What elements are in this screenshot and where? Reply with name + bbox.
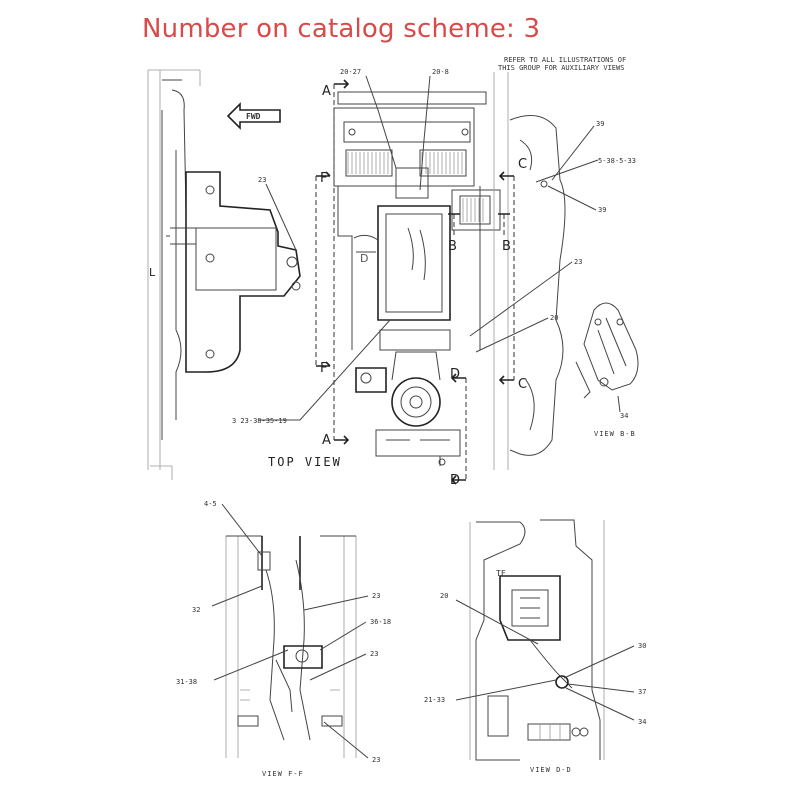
top-view-drawing: REFER TO ALL ILLUSTRATIONS OF THIS GROUP… bbox=[147, 56, 636, 488]
view-ff-detail: 4-5 32 23 36-18 23 31-38 23 VIEW F-F bbox=[176, 500, 391, 778]
view-ff-callout-23-a: 23 bbox=[372, 592, 380, 600]
callout-23-left: 23 bbox=[258, 176, 266, 184]
view-dd-callout-30: 30 bbox=[638, 642, 646, 650]
forward-direction-arrow: FWD bbox=[226, 102, 281, 130]
view-ff-callout-23-b: 23 bbox=[370, 650, 378, 658]
view-ff-callout-23-c: 23 bbox=[372, 756, 380, 764]
callout-ref-5-38: 5-38-5-33 bbox=[598, 157, 636, 165]
scheme-number-title: Number on catalog scheme: 3 bbox=[142, 14, 541, 44]
view-dd-detail: TF 20 30 37 21-33 34 VIEW D-D bbox=[424, 519, 646, 774]
right-frame-rail bbox=[493, 72, 566, 470]
section-d-bottom-label: D bbox=[450, 473, 460, 488]
view-bb-caption: VIEW B-B bbox=[594, 430, 636, 438]
view-bb-callout-34: 34 bbox=[620, 412, 628, 420]
svg-text:L: L bbox=[149, 266, 156, 279]
section-b-left-label: B bbox=[448, 239, 457, 254]
reference-note-line-2: THIS GROUP FOR AUXILIARY VIEWS bbox=[498, 64, 624, 72]
section-b-right-label: B bbox=[502, 239, 511, 254]
view-dd-callout-20: 20 bbox=[440, 592, 448, 600]
section-c-bottom-label: C bbox=[518, 377, 527, 392]
section-d-top-label: D bbox=[450, 367, 460, 382]
view-bb-detail: 34 VIEW B-B bbox=[575, 302, 639, 438]
view-dd-callout-34: 34 bbox=[638, 718, 646, 726]
view-ff-callout-36-18: 36-18 bbox=[370, 618, 391, 626]
svg-text:D: D bbox=[360, 252, 368, 265]
view-ff-callout-31-38: 31-38 bbox=[176, 678, 197, 686]
section-a-bottom-label: A bbox=[322, 433, 331, 448]
left-bracket-assembly bbox=[166, 171, 301, 373]
svg-text:TF: TF bbox=[496, 569, 506, 578]
reference-note-line-1: REFER TO ALL ILLUSTRATIONS OF bbox=[504, 56, 626, 64]
engine-main-body: D bbox=[333, 91, 501, 351]
callout-39-top: 39 bbox=[596, 120, 604, 128]
section-cut-lines: A A F F B B C C D D bbox=[315, 79, 527, 488]
callout-39-bottom: 39 bbox=[598, 206, 606, 214]
view-dd-callout-21-33: 21-33 bbox=[424, 696, 445, 704]
callout-20-27: 20-27 bbox=[340, 68, 361, 76]
view-ff-callout-32: 32 bbox=[192, 606, 200, 614]
callout-20-8: 20-8 bbox=[432, 68, 449, 76]
section-c-top-label: C bbox=[518, 157, 527, 172]
fwd-label: FWD bbox=[246, 112, 261, 121]
left-frame-rail: L bbox=[147, 69, 201, 480]
callout-23-right: 23 bbox=[574, 258, 582, 266]
top-view-caption: TOP VIEW bbox=[268, 455, 342, 469]
view-dd-callout-37: 37 bbox=[638, 688, 646, 696]
callout-ref-bottom: 3 23-38-35-19 bbox=[232, 417, 287, 425]
top-view-callouts: 20-27 20-8 23 39 5-38-5-33 39 23 20 3 23… bbox=[232, 68, 636, 425]
section-f-top-label: F bbox=[320, 171, 327, 186]
section-a-top-label: A bbox=[322, 84, 331, 99]
view-ff-caption: VIEW F-F bbox=[262, 770, 304, 778]
view-ff-callout-4-5: 4-5 bbox=[204, 500, 217, 508]
callout-20-right: 20 bbox=[550, 314, 558, 322]
turbo-assembly bbox=[355, 351, 461, 466]
section-f-bottom-label: F bbox=[320, 361, 327, 376]
view-dd-caption: VIEW D-D bbox=[530, 766, 572, 774]
